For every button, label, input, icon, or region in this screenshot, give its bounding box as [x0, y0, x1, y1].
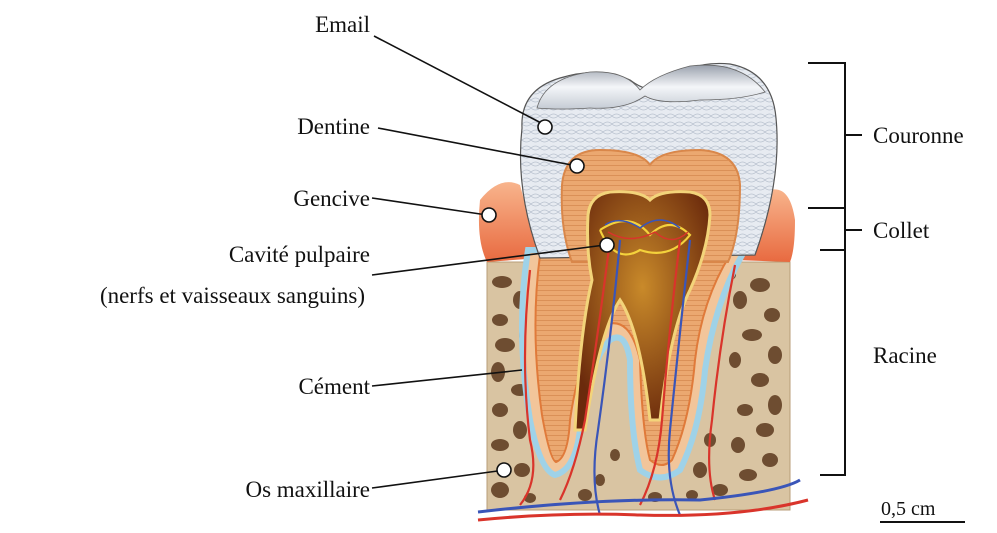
label-pulp-cavity: Cavité pulpaire	[229, 242, 370, 268]
label-email: Email	[315, 12, 370, 38]
region-brackets	[808, 63, 862, 475]
label-root: Racine	[873, 343, 937, 369]
label-cement: Cément	[298, 374, 370, 400]
label-scale: 0,5 cm	[881, 496, 935, 522]
label-dentine: Dentine	[297, 114, 370, 140]
label-jaw-bone: Os maxillaire	[245, 477, 370, 503]
label-pulp-cavity-detail: (nerfs et vaisseaux sanguins)	[100, 283, 365, 309]
label-crown: Couronne	[873, 123, 964, 149]
label-gencive: Gencive	[293, 186, 370, 212]
label-neck: Collet	[873, 218, 929, 244]
